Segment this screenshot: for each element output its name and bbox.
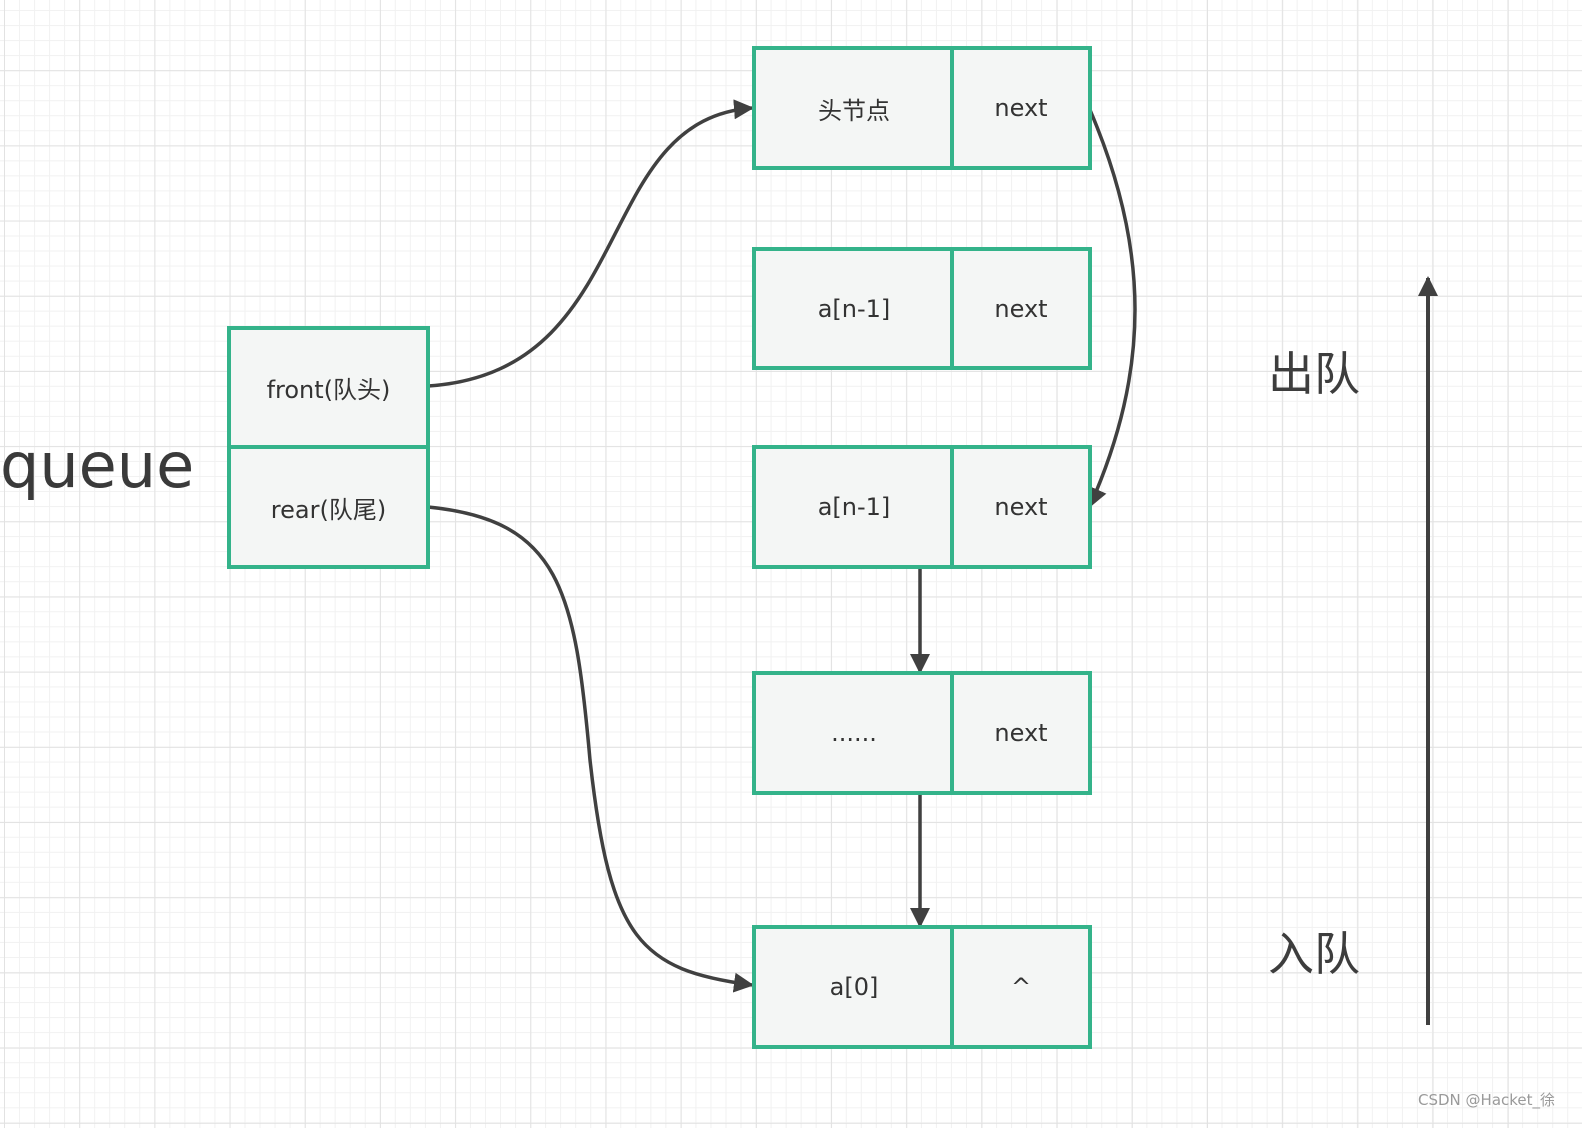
node-data: a[n-1]	[752, 247, 956, 370]
tail-node-next: ^	[950, 925, 1092, 1049]
front-to-head-arrow	[427, 99, 754, 388]
tail-node-data: a[0]	[752, 925, 956, 1049]
node-next-label: next	[994, 719, 1048, 747]
node-next: next	[950, 445, 1092, 569]
node-next: next	[950, 671, 1092, 795]
head-node-next-label: next	[994, 94, 1048, 122]
tail-node-next-label: ^	[1010, 973, 1032, 1001]
head-next-to-first-node-arrow	[1088, 109, 1137, 508]
watermark: CSDN @Hacket_徐	[1418, 1091, 1556, 1109]
tail-node-data-label: a[0]	[829, 973, 879, 1001]
node-data-label: a[n-1]	[817, 294, 891, 323]
front-field-label: front(队头)	[266, 376, 391, 404]
rear-field-label: rear(队尾)	[270, 495, 387, 524]
enqueue-label: 入队	[1268, 927, 1360, 981]
node-next-label: next	[994, 294, 1048, 323]
dequeue-label: 出队	[1268, 347, 1360, 401]
node-data: a[n-1]	[752, 445, 956, 569]
node-next: next	[950, 247, 1092, 370]
node-next-label: next	[994, 493, 1048, 521]
head-node-next: next	[950, 46, 1092, 170]
head-node-data-label: 头节点	[818, 96, 890, 125]
rear-field: rear(队尾)	[227, 445, 430, 569]
node-data-label: a[n-1]	[817, 493, 891, 521]
node-data: ......	[752, 671, 956, 795]
rear-to-tail-arrow	[427, 505, 754, 993]
node-data-label: ......	[831, 719, 877, 747]
queue-title: queue	[0, 429, 195, 502]
head-node-data: 头节点	[752, 46, 956, 170]
front-field: front(队头)	[227, 326, 430, 449]
